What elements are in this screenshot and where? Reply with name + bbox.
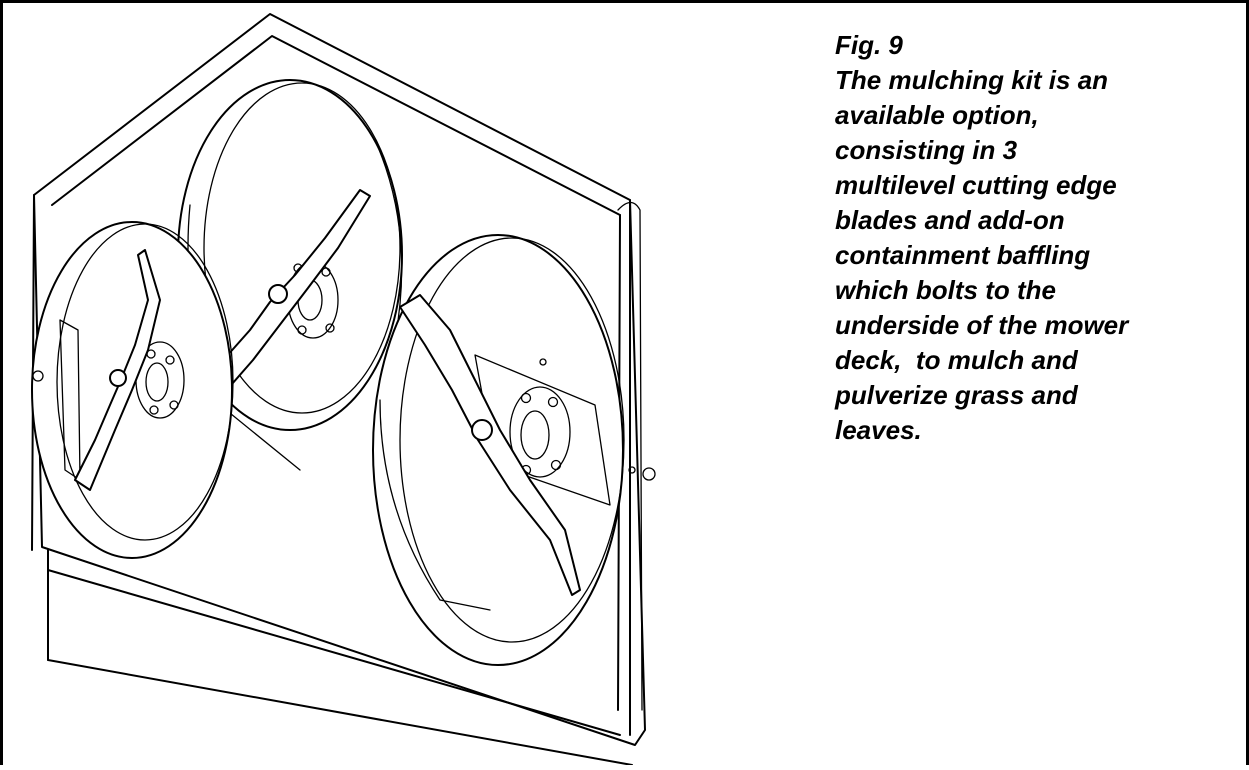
caption-line: multilevel cutting edge <box>835 170 1117 200</box>
caption-line: consisting in 3 <box>835 135 1018 165</box>
mower-deck-drawing <box>31 13 656 766</box>
caption-line: underside of the mower <box>835 310 1129 340</box>
left-baffle <box>31 221 234 559</box>
mulching-kit-illustration <box>20 10 680 766</box>
caption-line: The mulching kit is an <box>835 65 1109 95</box>
deck-bottom-rail <box>47 569 621 736</box>
right-baffle <box>372 234 625 666</box>
housing-bolt-right <box>642 467 656 481</box>
caption-line: available option, <box>835 100 1039 130</box>
caption-line: blades and add-on <box>835 205 1065 235</box>
figure-caption: Fig. 9 The mulching kit is an available … <box>835 28 1245 448</box>
figure-label: Fig. 9 <box>835 30 903 60</box>
housing-bolt-left <box>32 370 44 382</box>
caption-line: deck, to mulch and <box>835 345 1078 375</box>
caption-line: containment baffling <box>835 240 1091 270</box>
caption-line: which bolts to the <box>835 275 1056 305</box>
caption-line: leaves. <box>835 415 922 445</box>
deck-right-lip <box>617 201 643 711</box>
deck-top-edge <box>51 35 621 216</box>
caption-line: pulverize grass and <box>835 380 1078 410</box>
